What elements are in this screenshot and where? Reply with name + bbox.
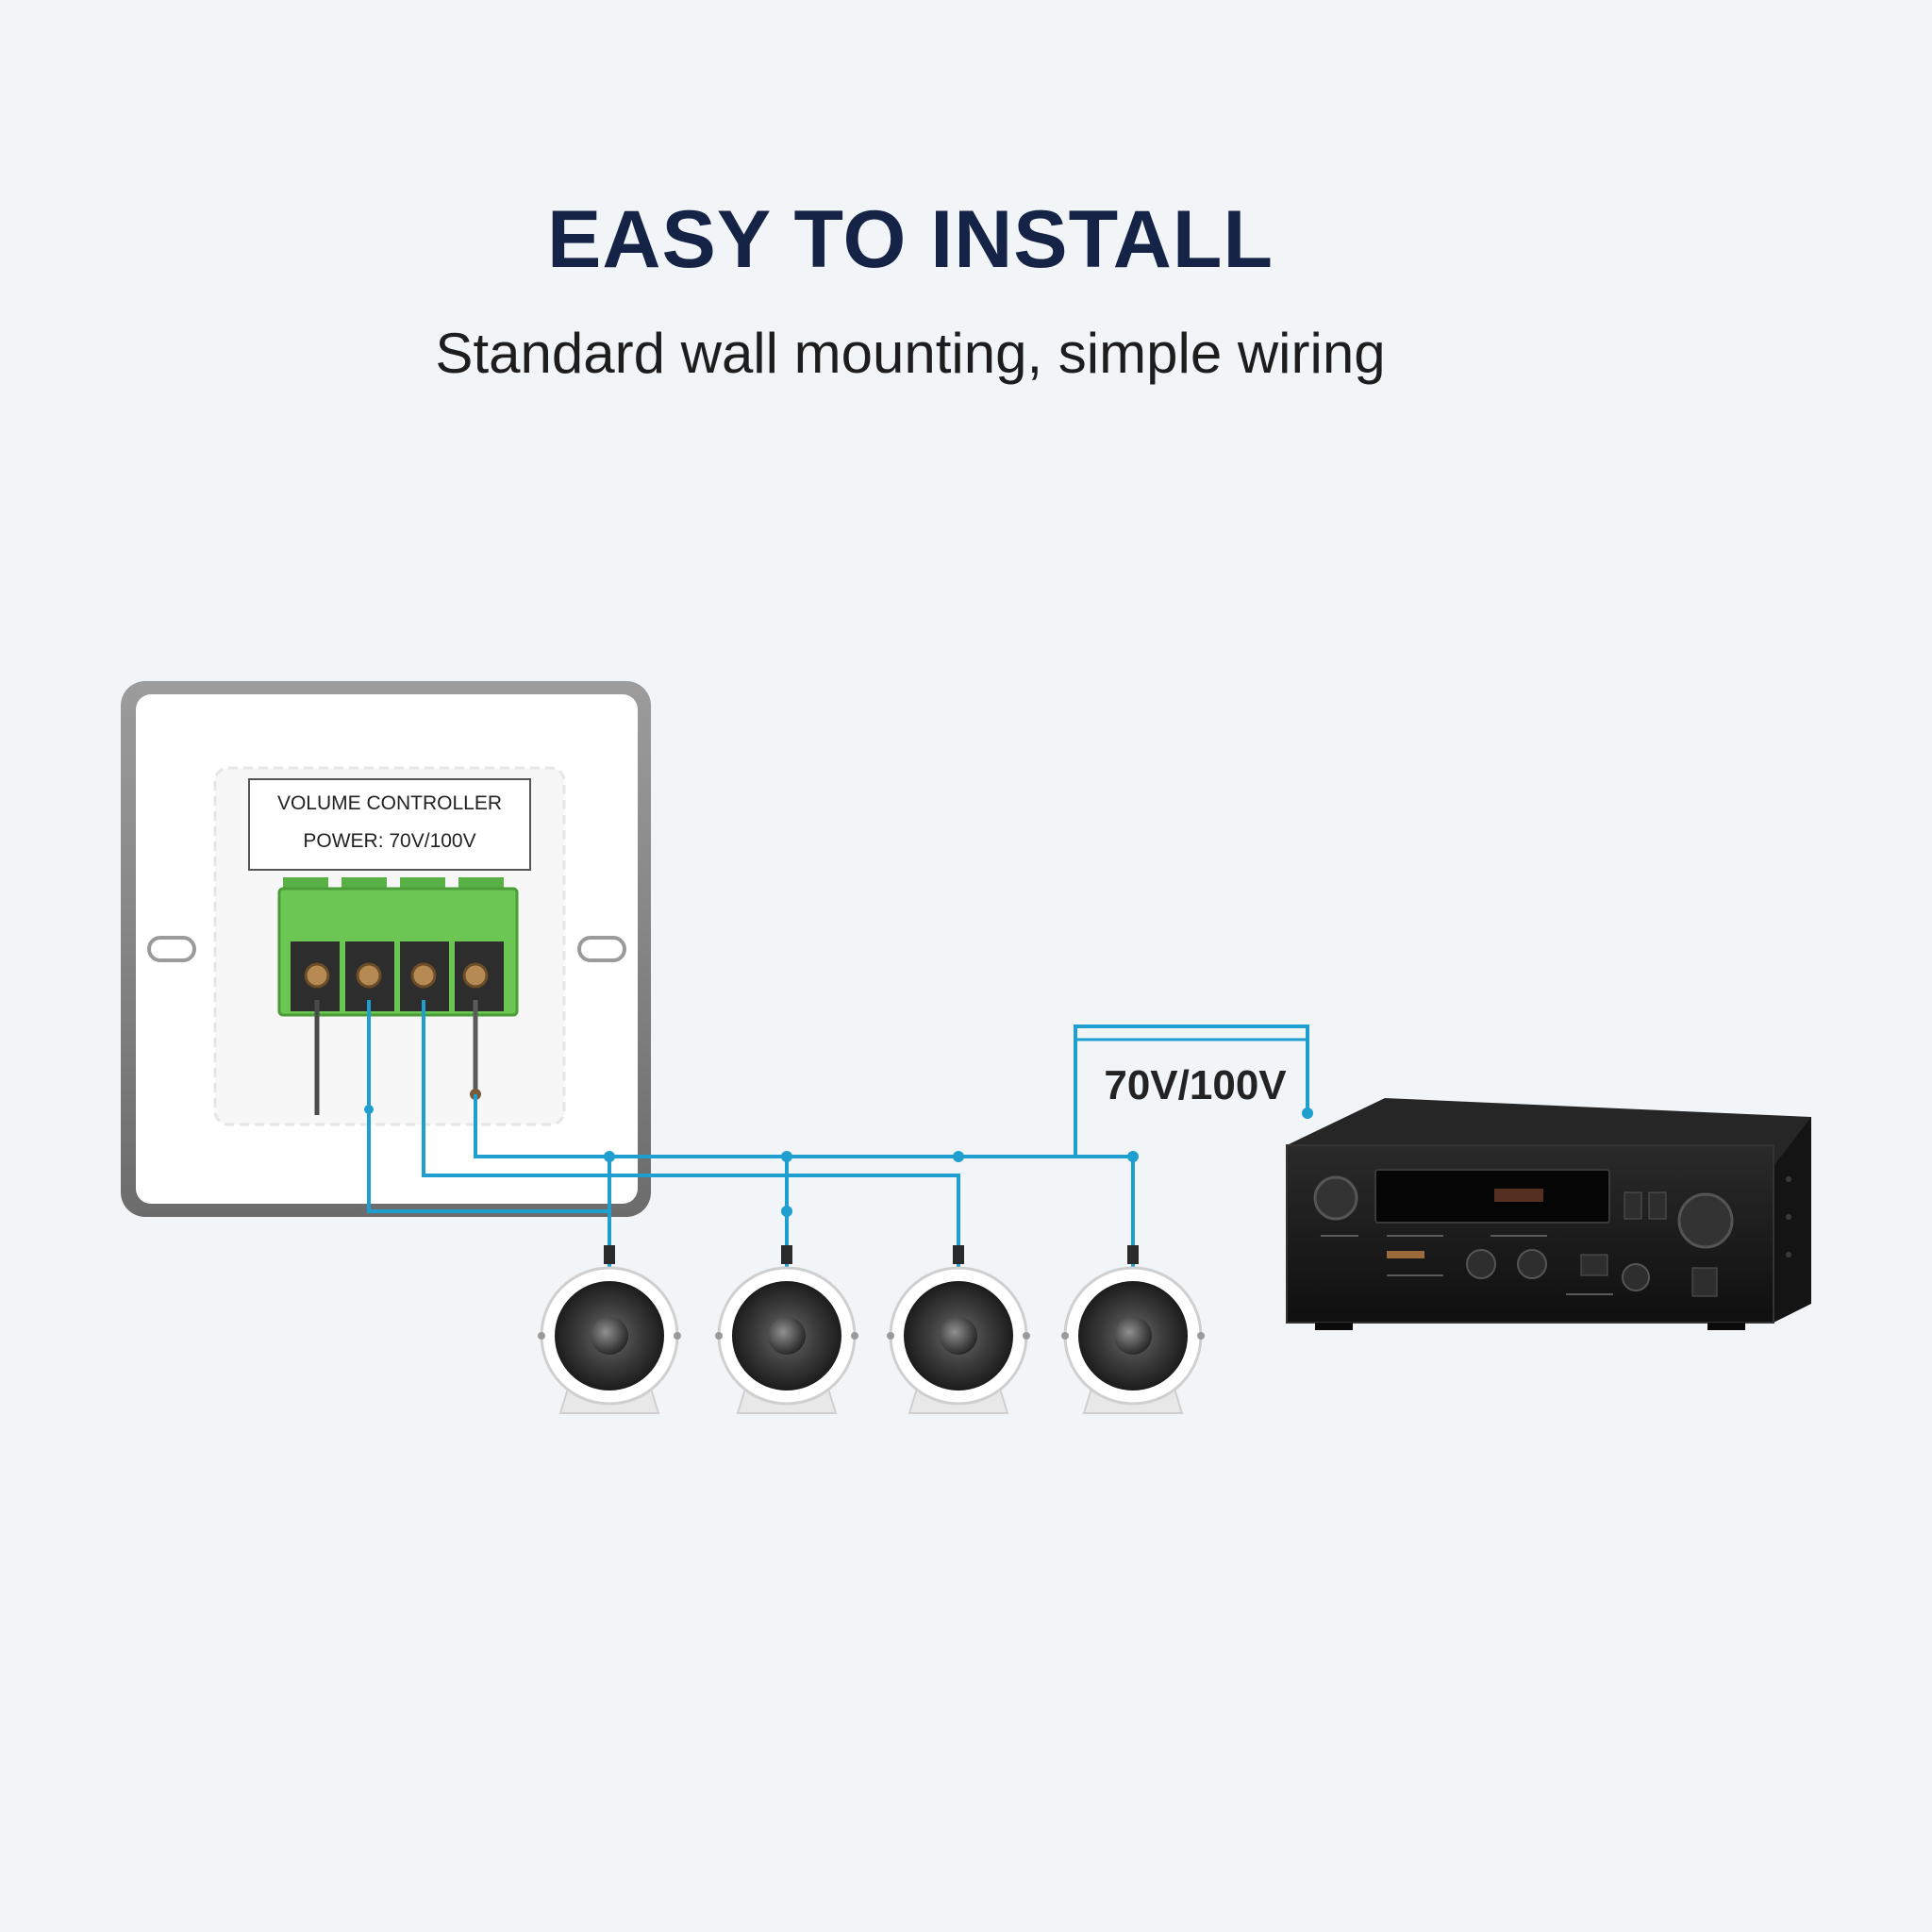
page-subtitle: Standard wall mounting, simple wiring: [435, 322, 1386, 385]
wire-2: [422, 1000, 960, 1275]
mounting-hole-right: [577, 936, 626, 962]
controller-label-line1: VOLUME CONTROLLER: [277, 792, 502, 814]
wire-junctions: [364, 1105, 1313, 1217]
voltage-label: 70V/100V: [1104, 1062, 1287, 1108]
speaker-icon: [1061, 1245, 1205, 1414]
amplifier-icon: [1286, 1098, 1811, 1330]
controller-label-line2: POWER: 70V/100V: [303, 830, 475, 852]
speaker-icon: [538, 1245, 681, 1414]
speaker-icon: [887, 1245, 1030, 1414]
wire-amp: [609, 1024, 1309, 1158]
mounting-hole-left: [147, 936, 196, 962]
page-title: EASY TO INSTALL: [547, 194, 1274, 285]
terminal-block: [277, 877, 519, 1017]
controller-label: [248, 778, 531, 871]
speaker-icon: [715, 1245, 858, 1414]
volume-controller-icon: VOLUME CONTROLLER POWER: 70V/100V: [121, 681, 651, 1217]
